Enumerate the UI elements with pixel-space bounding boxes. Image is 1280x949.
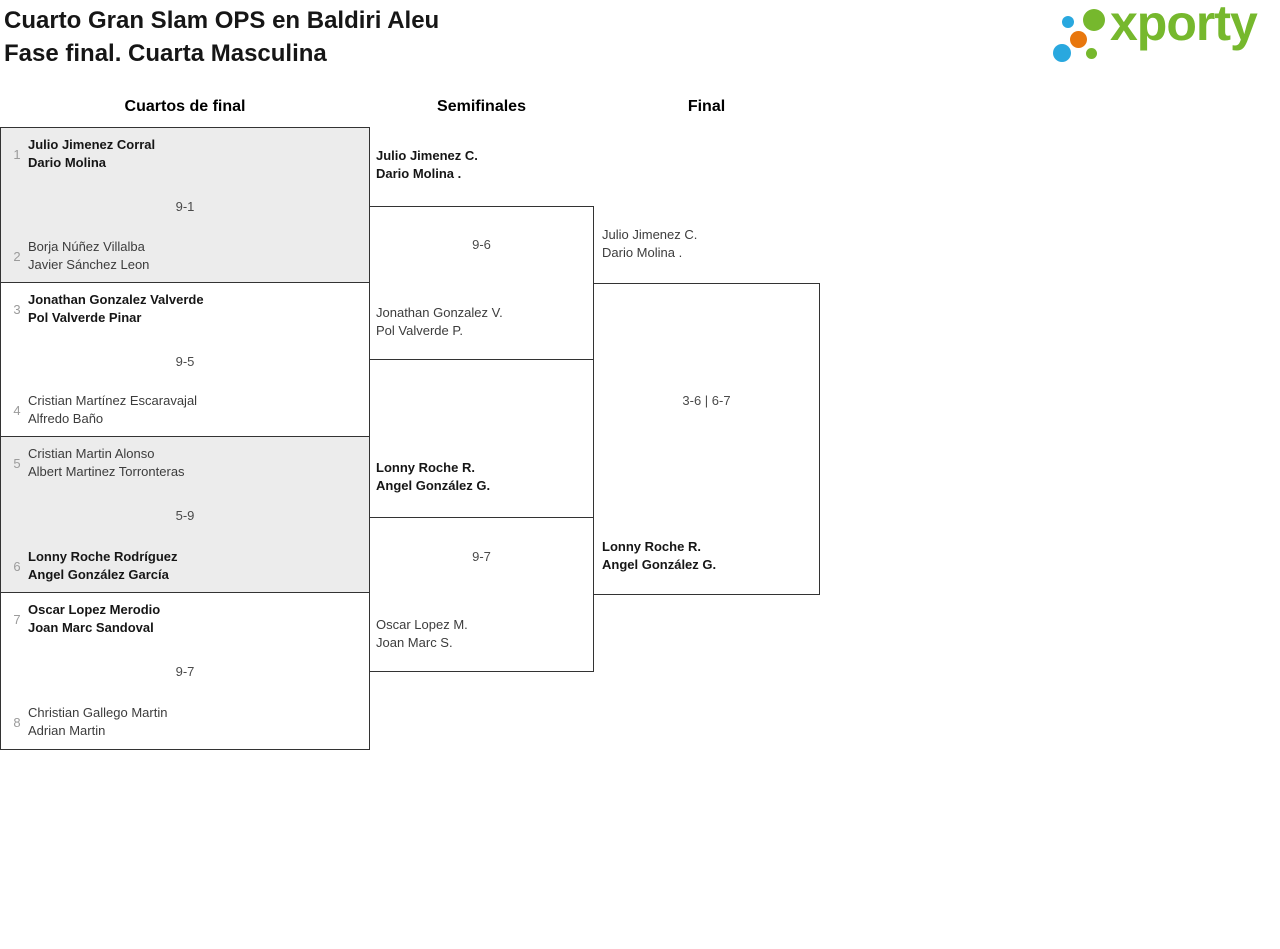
tournament-title: Cuarto Gran Slam OPS en Baldiri Aleu xyxy=(4,7,440,34)
final-bottom-team: Lonny Roche R. Angel González G. xyxy=(602,538,716,574)
player-name: Dario Molina . xyxy=(602,245,683,260)
player-name: Javier Sánchez Leon xyxy=(28,257,150,272)
logo-dot-orange-icon xyxy=(1070,31,1087,48)
player-name: Oscar Lopez Merodio xyxy=(28,602,161,617)
semifinal-2-score: 9-7 xyxy=(472,549,491,564)
player-name: Julio Jimenez C. xyxy=(376,148,478,163)
semifinal-1-top-team: Julio Jimenez C. Dario Molina . xyxy=(376,147,478,183)
semifinal-1-score: 9-6 xyxy=(472,237,491,252)
seed-number: 8 xyxy=(13,714,21,730)
team-name-pair: Cristian Martin Alonso Albert Martinez T… xyxy=(28,445,185,481)
match-score: 9-7 xyxy=(175,664,195,679)
semifinal-2-bottom-team: Oscar Lopez M. Joan Marc S. xyxy=(376,616,468,652)
player-name: Christian Gallego Martin xyxy=(28,705,168,720)
logo-dot-blue-small-icon xyxy=(1062,16,1074,28)
player-name: Jonathan Gonzalez V. xyxy=(376,305,503,320)
final-match-box xyxy=(593,283,820,595)
player-name: Lonny Roche R. xyxy=(376,460,475,475)
logo-dot-green-small-icon xyxy=(1086,48,1097,59)
team-name-pair: Jonathan Gonzalez Valverde Pol Valverde … xyxy=(28,291,204,327)
player-name: Angel González García xyxy=(28,567,169,582)
player-name: Joan Marc S. xyxy=(376,635,453,650)
team-row: 2 Borja Núñez Villalba Javier Sánchez Le… xyxy=(9,238,149,274)
player-name: Cristian Martin Alonso xyxy=(28,446,155,461)
player-name: Pol Valverde Pinar xyxy=(28,310,142,325)
seed-number: 2 xyxy=(13,248,21,264)
player-name: Dario Molina xyxy=(28,155,107,170)
player-name: Lonny Roche R. xyxy=(602,539,701,554)
team-row: 1 Julio Jimenez Corral Dario Molina xyxy=(9,136,155,172)
final-top-team: Julio Jimenez C. Dario Molina . xyxy=(602,226,697,262)
match-score: 5-9 xyxy=(175,508,195,523)
match-score: 9-5 xyxy=(175,354,195,369)
team-row: 7 Oscar Lopez Merodio Joan Marc Sandoval xyxy=(9,601,160,637)
semifinal-2-top-team: Lonny Roche R. Angel González G. xyxy=(376,459,490,495)
player-name: Adrian Martin xyxy=(28,723,106,738)
seed-number: 5 xyxy=(13,455,21,471)
seed-number: 6 xyxy=(13,558,21,574)
phase-subtitle: Fase final. Cuarta Masculina xyxy=(4,40,327,67)
final-score: 3-6 | 6-7 xyxy=(682,393,731,408)
player-name: Julio Jimenez C. xyxy=(602,227,698,242)
team-name-pair: Christian Gallego Martin Adrian Martin xyxy=(28,704,167,740)
quarterfinal-match-2: 3 Jonathan Gonzalez Valverde Pol Valverd… xyxy=(1,283,369,437)
team-row: 3 Jonathan Gonzalez Valverde Pol Valverd… xyxy=(9,291,204,327)
team-row: 6 Lonny Roche Rodríguez Angel González G… xyxy=(9,548,178,584)
team-name-pair: Julio Jimenez Corral Dario Molina xyxy=(28,136,155,172)
player-name: Borja Núñez Villalba xyxy=(28,239,145,254)
logo-dot-green-large-icon xyxy=(1083,9,1105,31)
player-name: Cristian Martínez Escaravajal xyxy=(28,393,198,408)
page-title: Cuarto Gran Slam OPS en Baldiri Aleu Fas… xyxy=(4,4,439,70)
player-name: Julio Jimenez Corral xyxy=(28,137,156,152)
player-name: Jonathan Gonzalez Valverde xyxy=(28,292,204,307)
player-name: Dario Molina . xyxy=(376,166,462,181)
player-name: Albert Martinez Torronteras xyxy=(28,464,185,479)
team-row: 4 Cristian Martínez Escaravajal Alfredo … xyxy=(9,392,197,428)
player-name: Oscar Lopez M. xyxy=(376,617,468,632)
team-name-pair: Oscar Lopez Merodio Joan Marc Sandoval xyxy=(28,601,160,637)
player-name: Angel González G. xyxy=(602,557,717,572)
player-name: Lonny Roche Rodríguez xyxy=(28,549,178,564)
round-header-final: Final xyxy=(687,98,726,115)
player-name: Joan Marc Sandoval xyxy=(28,620,154,635)
logo-wordmark: xporty xyxy=(1110,0,1258,51)
quarterfinal-match-1: 1 Julio Jimenez Corral Dario Molina 9-1 … xyxy=(1,128,369,283)
team-name-pair: Borja Núñez Villalba Javier Sánchez Leon xyxy=(28,238,149,274)
match-score: 9-1 xyxy=(175,199,195,214)
team-row: 5 Cristian Martin Alonso Albert Martinez… xyxy=(9,445,185,481)
quarterfinal-match-3: 5 Cristian Martin Alonso Albert Martinez… xyxy=(1,437,369,593)
player-name: Alfredo Baño xyxy=(28,411,104,426)
player-name: Angel González G. xyxy=(376,478,491,493)
round-header-semifinals: Semifinales xyxy=(437,98,526,115)
xporty-logo[interactable]: xporty xyxy=(1048,0,1274,72)
quarterfinal-match-4: 7 Oscar Lopez Merodio Joan Marc Sandoval… xyxy=(1,593,369,748)
seed-number: 3 xyxy=(13,301,21,317)
seed-number: 1 xyxy=(13,146,21,162)
seed-number: 4 xyxy=(13,402,21,418)
logo-dot-blue-medium-icon xyxy=(1053,44,1071,62)
team-name-pair: Cristian Martínez Escaravajal Alfredo Ba… xyxy=(28,392,197,428)
player-name: Pol Valverde P. xyxy=(376,323,463,338)
semifinal-1-bottom-team: Jonathan Gonzalez V. Pol Valverde P. xyxy=(376,304,503,340)
seed-number: 7 xyxy=(13,611,21,627)
quarterfinals-column: 1 Julio Jimenez Corral Dario Molina 9-1 … xyxy=(0,127,370,750)
round-header-quarterfinals: Cuartos de final xyxy=(124,98,246,115)
team-row: 8 Christian Gallego Martin Adrian Martin xyxy=(9,704,167,740)
team-name-pair: Lonny Roche Rodríguez Angel González Gar… xyxy=(28,548,178,584)
